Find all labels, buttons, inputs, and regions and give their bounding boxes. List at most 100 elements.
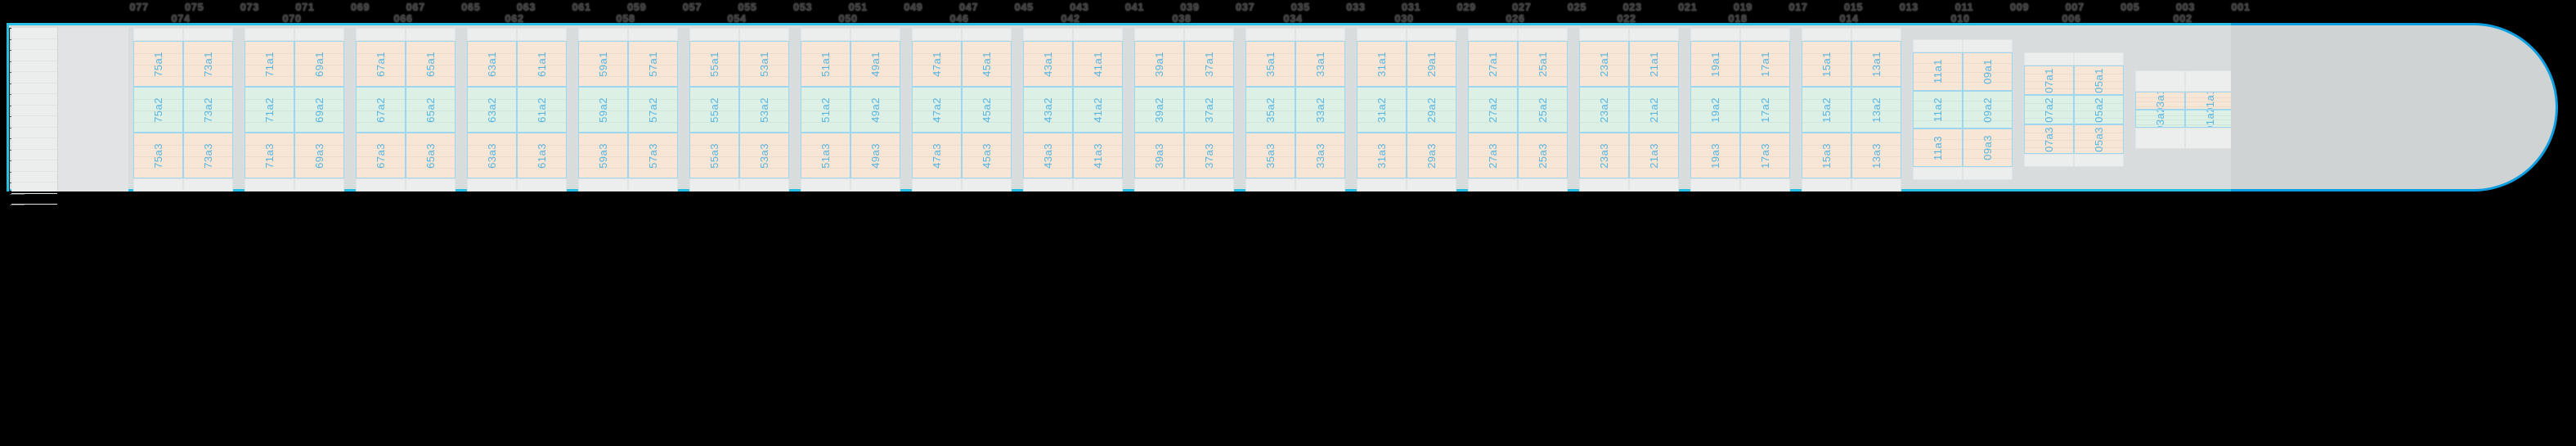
- container-slot[interactable]: 67a1: [356, 41, 406, 87]
- container-slot[interactable]: 61a3: [517, 133, 567, 178]
- container-slot[interactable]: 29a1: [1407, 41, 1456, 87]
- container-slot[interactable]: 59a2: [578, 87, 628, 133]
- container-slot[interactable]: 01a2: [2185, 110, 2235, 128]
- container-slot[interactable]: 39a3: [1134, 133, 1184, 178]
- container-slot[interactable]: 15a2: [1802, 87, 1851, 133]
- container-slot[interactable]: 61a1: [517, 41, 567, 87]
- container-slot[interactable]: 65a3: [406, 133, 456, 178]
- container-slot[interactable]: 71a3: [245, 133, 294, 178]
- container-slot[interactable]: 35a3: [1245, 133, 1295, 178]
- container-slot[interactable]: 09a1: [1963, 52, 2013, 91]
- container-slot[interactable]: 33a2: [1295, 87, 1345, 133]
- container-slot[interactable]: 67a3: [356, 133, 406, 178]
- container-slot[interactable]: 47a3: [912, 133, 962, 178]
- container-slot[interactable]: 49a3: [850, 133, 900, 178]
- container-slot[interactable]: 21a2: [1629, 87, 1679, 133]
- container-slot[interactable]: 33a3: [1295, 133, 1345, 178]
- container-slot[interactable]: 59a1: [578, 41, 628, 87]
- container-slot[interactable]: 51a1: [801, 41, 850, 87]
- stern-slot-row[interactable]: [11, 172, 57, 182]
- container-slot[interactable]: 35a1: [1245, 41, 1295, 87]
- stern-slot-row[interactable]: [11, 61, 57, 72]
- container-slot[interactable]: 07a1: [2024, 65, 2074, 95]
- container-slot[interactable]: 69a1: [294, 41, 344, 87]
- container-slot[interactable]: 37a1: [1184, 41, 1234, 87]
- container-slot[interactable]: 75a2: [133, 87, 183, 133]
- container-slot[interactable]: 63a2: [467, 87, 517, 133]
- container-slot[interactable]: 03a2: [2135, 110, 2185, 128]
- container-slot[interactable]: 45a3: [962, 133, 1012, 178]
- container-slot[interactable]: 45a1: [962, 41, 1012, 87]
- container-slot[interactable]: 55a2: [689, 87, 739, 133]
- container-slot[interactable]: 73a3: [183, 133, 233, 178]
- container-slot[interactable]: 31a3: [1357, 133, 1407, 178]
- container-slot[interactable]: 61a2: [517, 87, 567, 133]
- container-slot[interactable]: 19a1: [1690, 41, 1740, 87]
- container-slot[interactable]: 65a2: [406, 87, 456, 133]
- container-slot[interactable]: 29a3: [1407, 133, 1456, 178]
- stern-slot-row[interactable]: [11, 138, 57, 150]
- container-slot[interactable]: 37a2: [1184, 87, 1234, 133]
- container-slot[interactable]: 75a1: [133, 41, 183, 87]
- container-slot[interactable]: 57a2: [628, 87, 678, 133]
- container-slot[interactable]: 57a3: [628, 133, 678, 178]
- container-slot[interactable]: 11a1: [1913, 52, 1963, 91]
- container-slot[interactable]: 13a1: [1851, 41, 1901, 87]
- container-slot[interactable]: 27a1: [1468, 41, 1518, 87]
- container-slot[interactable]: 41a2: [1073, 87, 1123, 133]
- container-slot[interactable]: 37a3: [1184, 133, 1234, 178]
- container-slot[interactable]: 59a3: [578, 133, 628, 178]
- container-slot[interactable]: 17a3: [1740, 133, 1790, 178]
- stern-slot-row[interactable]: [11, 72, 57, 83]
- container-slot[interactable]: 53a3: [739, 133, 789, 178]
- container-slot[interactable]: 43a2: [1023, 87, 1073, 133]
- container-slot[interactable]: 63a1: [467, 41, 517, 87]
- stern-slot-row[interactable]: [11, 106, 57, 116]
- container-slot[interactable]: 17a2: [1740, 87, 1790, 133]
- container-slot[interactable]: 15a1: [1802, 41, 1851, 87]
- container-slot[interactable]: 53a2: [739, 87, 789, 133]
- container-slot[interactable]: 65a1: [406, 41, 456, 87]
- container-slot[interactable]: 75a3: [133, 133, 183, 178]
- container-slot[interactable]: 09a2: [1963, 90, 2013, 129]
- container-slot[interactable]: 25a3: [1518, 133, 1568, 178]
- container-slot[interactable]: 43a3: [1023, 133, 1073, 178]
- stern-slot-row[interactable]: [11, 39, 57, 50]
- container-slot[interactable]: 11a2: [1913, 90, 1963, 129]
- container-slot[interactable]: 05a2: [2074, 95, 2124, 124]
- container-slot[interactable]: 31a1: [1357, 41, 1407, 87]
- container-slot[interactable]: 69a3: [294, 133, 344, 178]
- container-slot[interactable]: 17a1: [1740, 41, 1790, 87]
- container-slot[interactable]: 21a3: [1629, 133, 1679, 178]
- container-slot[interactable]: 25a1: [1518, 41, 1568, 87]
- container-slot[interactable]: 03a1: [2135, 92, 2185, 110]
- container-slot[interactable]: 67a2: [356, 87, 406, 133]
- stern-slot-row[interactable]: [11, 116, 57, 128]
- container-slot[interactable]: 07a2: [2024, 95, 2074, 124]
- container-slot[interactable]: 49a2: [850, 87, 900, 133]
- container-slot[interactable]: 47a2: [912, 87, 962, 133]
- stern-slot-row[interactable]: [11, 128, 57, 138]
- container-slot[interactable]: 27a2: [1468, 87, 1518, 133]
- container-slot[interactable]: 23a1: [1579, 41, 1629, 87]
- container-slot[interactable]: 41a3: [1073, 133, 1123, 178]
- stern-slot-row[interactable]: [11, 83, 57, 94]
- stern-slot-row[interactable]: [11, 194, 57, 205]
- container-slot[interactable]: 39a1: [1134, 41, 1184, 87]
- container-slot[interactable]: 51a2: [801, 87, 850, 133]
- container-slot[interactable]: 13a3: [1851, 133, 1901, 178]
- container-slot[interactable]: 63a3: [467, 133, 517, 178]
- container-slot[interactable]: 13a2: [1851, 87, 1901, 133]
- container-slot[interactable]: 43a1: [1023, 41, 1073, 87]
- stern-slot-row[interactable]: [11, 182, 57, 194]
- container-slot[interactable]: 73a1: [183, 41, 233, 87]
- container-slot[interactable]: 71a2: [245, 87, 294, 133]
- container-slot[interactable]: 27a3: [1468, 133, 1518, 178]
- stern-slot-row[interactable]: [11, 94, 57, 106]
- container-slot[interactable]: 19a2: [1690, 87, 1740, 133]
- container-slot[interactable]: 73a2: [183, 87, 233, 133]
- container-slot[interactable]: 21a1: [1629, 41, 1679, 87]
- container-slot[interactable]: 71a1: [245, 41, 294, 87]
- container-slot[interactable]: 23a2: [1579, 87, 1629, 133]
- container-slot[interactable]: 25a2: [1518, 87, 1568, 133]
